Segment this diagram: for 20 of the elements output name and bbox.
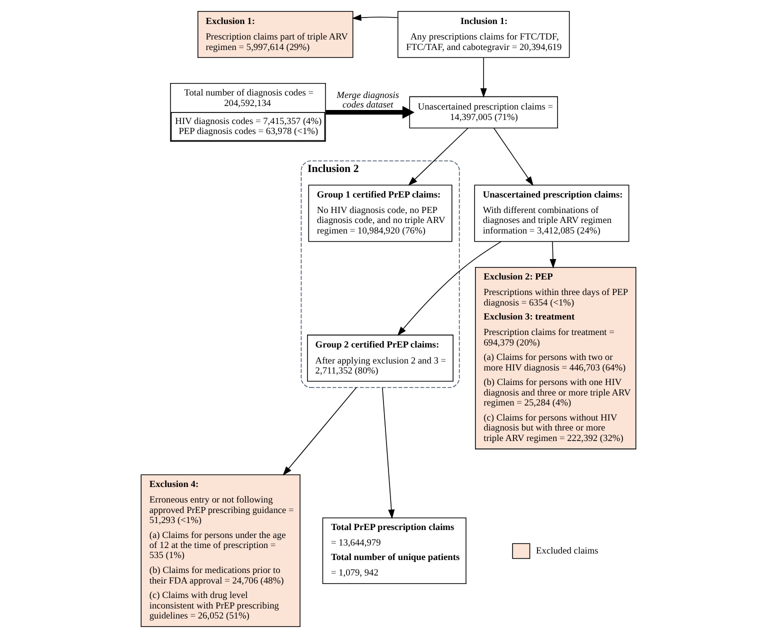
- edge-label: Merge diagnosis codes dataset: [336, 90, 400, 110]
- node-box: Inclusion 1: Any prescriptions claims for FTC/TDF, FTC/TAF, and cabotegravir = 20,394,619: [398, 10, 570, 58]
- arrow: [397, 241, 502, 336]
- node-box: Exclusion 1: Prescription claims part of triple ARV regimen = 5,997,614 (29%): [198, 10, 354, 58]
- node-box: Unascertained prescription claims: With different combinations of diagnoses and triple ARV regimen information = 3,412,085 (24%): [474, 184, 630, 242]
- arrow: [493, 128, 534, 186]
- arrow: [326, 106, 415, 119]
- node-box: Total PrEP prescription claims = 13,644,979 Total number of unique patients = 1,079, 942: [322, 517, 466, 584]
- node-box: Exclusion 2: PEP Prescriptions within three days of PEP diagnosis = 6354 (<1%) Exclusion 3: treatment Prescription claims for treatment = 694,379 (20%) (a) Claims for persons with two or more HIV diagnosis = 446,703 (64%) (b) Claims for persons with one HIV diagnosis and three or more triple ARV regimen = 25,284 (4%) (c) Claims for persons without HIV diagnosis but with three or more triple ARV regimen = 222,392 (32%): [475, 266, 636, 450]
- arrow: [282, 387, 357, 476]
- arrow: [480, 57, 487, 98]
- arrow: [408, 128, 469, 186]
- legend-label: Excluded claims: [536, 546, 598, 557]
- arrow: [382, 387, 395, 519]
- node-box: Group 2 certified PrEP claims: After applying exclusion 2 and 3 = 2,711,352 (80%): [307, 334, 454, 382]
- node-box: Unascertained prescription claims = 14,397,005 (71%): [409, 96, 558, 128]
- arrow: [352, 14, 398, 21]
- arrow: [550, 241, 556, 268]
- node-box: Group 1 certified PrEP claims: No HIV diagnosis code, no PEP diagnosis code, and no triple ARV regimen = 10,984,920 (76%): [308, 184, 452, 242]
- node-box: Exclusion 4: Erroneous entry or not following approved PrEP prescribing guidance = 51,293 (<1%) (a) Claims for persons under the age of 12 at the time of prescription = 535 (1%) (b) Claims for medications prior to their FDA approval = 24,706 (48%) (c) Claims with drug level inconsistent with PrEP prescribing guidelines = 26,052 (51%): [140, 474, 300, 628]
